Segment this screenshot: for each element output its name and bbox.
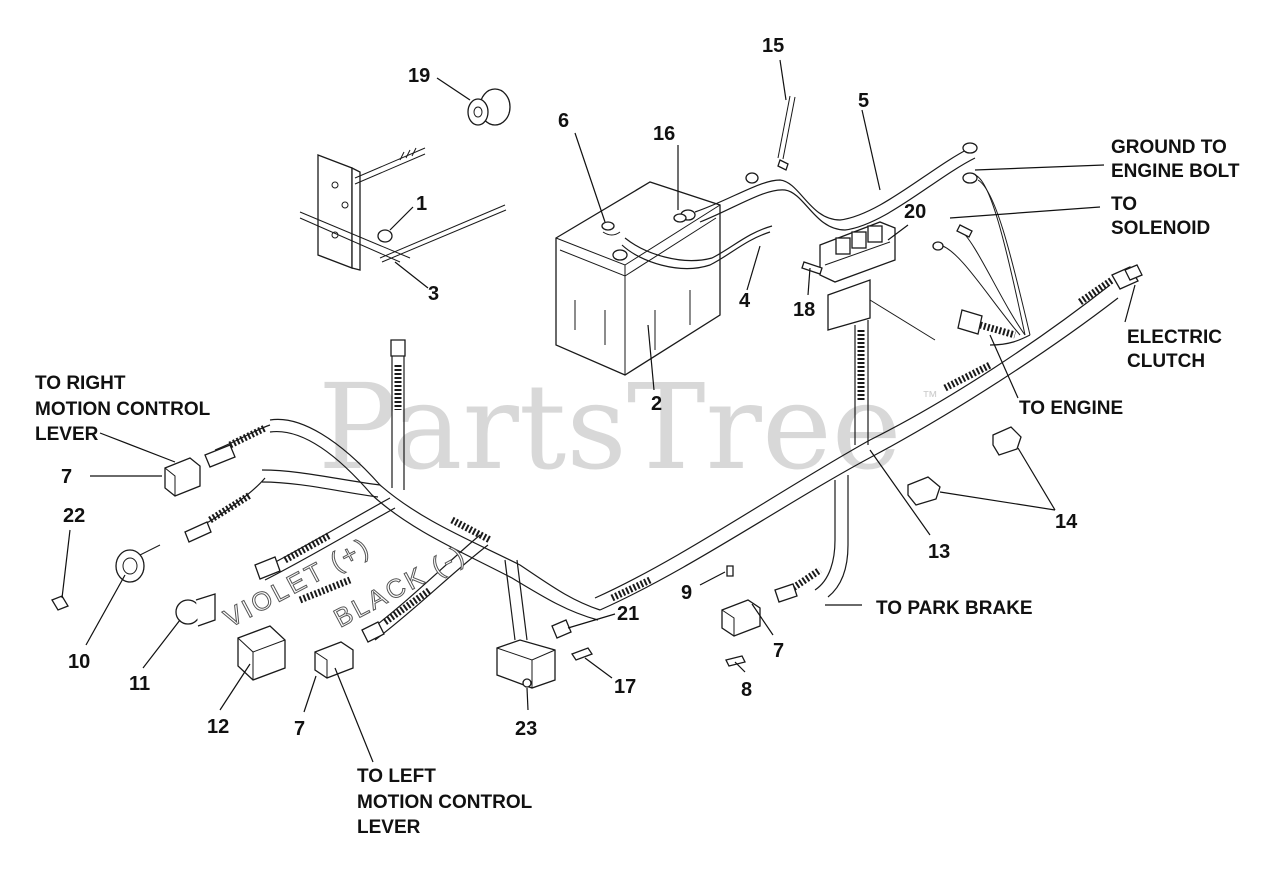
- part-9-screw: [726, 565, 734, 577]
- part-7-switch-brake: [721, 599, 761, 637]
- solenoid-label-line1: TO: [1111, 194, 1137, 215]
- right-lever-label-line3: LEVER: [35, 424, 99, 445]
- callout-9: 9: [681, 582, 692, 604]
- callout-13: 13: [928, 541, 950, 563]
- engine-leads: [932, 172, 1031, 339]
- watermark: PartsTree: [318, 358, 902, 496]
- callout-20: 20: [904, 201, 926, 223]
- callout-21: 21: [617, 603, 639, 625]
- callout-14: 14: [1055, 511, 1078, 533]
- part-17-bracket: [496, 639, 593, 689]
- part-19-spacer: [467, 88, 511, 126]
- callout-7-brake: 7: [773, 640, 784, 662]
- callout-17: 17: [614, 676, 636, 698]
- part-22-screw: [51, 595, 69, 611]
- callout-19: 19: [408, 65, 430, 87]
- left-harness: [184, 339, 849, 643]
- callout-7-left: 7: [294, 718, 305, 740]
- part-11-grommet: [175, 593, 216, 627]
- engine-label: TO ENGINE: [1019, 398, 1123, 419]
- left-lever-label-line2: MOTION CONTROL: [357, 792, 533, 813]
- part-7-switch-left: [314, 641, 354, 679]
- part-20-relay-block: [819, 221, 896, 283]
- part-18-screw: [801, 261, 823, 275]
- callout-2: 2: [651, 393, 662, 415]
- part-8-clip: [725, 655, 746, 667]
- watermark-trademark: ™: [922, 389, 938, 406]
- callout-23: 23: [515, 718, 537, 740]
- clutch-label-line2: CLUTCH: [1127, 351, 1205, 372]
- part-3-bracket: [299, 147, 507, 271]
- ground-label-line2: ENGINE BOLT: [1111, 161, 1240, 182]
- callout-18: 18: [793, 299, 815, 321]
- part-10-alarm: [115, 544, 161, 583]
- part-6-terminal-bolt: [601, 221, 621, 236]
- callout-numbers: 19 1 3 2 4 5 6 16 15 18 20 13 14 9 7 8 2…: [61, 35, 1078, 740]
- left-lever-label-line1: TO LEFT: [357, 766, 436, 787]
- callout-10: 10: [68, 651, 90, 673]
- right-lever-label-line2: MOTION CONTROL: [35, 399, 211, 420]
- right-lever-label-line1: TO RIGHT: [35, 373, 126, 394]
- park-brake-label: TO PARK BRAKE: [876, 598, 1033, 619]
- callout-15: 15: [762, 35, 784, 57]
- part-5-cable: [694, 142, 978, 231]
- clutch-label-line1: ELECTRIC: [1127, 327, 1222, 348]
- ground-label-line1: GROUND TO: [1111, 137, 1227, 158]
- annotations: GROUND TO ENGINE BOLT TO SOLENOID ELECTR…: [35, 137, 1240, 838]
- callout-11: 11: [129, 673, 150, 695]
- part-14-clips: [907, 426, 1022, 506]
- part-4-cable: [621, 231, 771, 269]
- callout-6: 6: [558, 110, 569, 132]
- left-lever-label-line3: LEVER: [357, 817, 421, 838]
- callout-1: 1: [416, 193, 427, 215]
- callout-12: 12: [207, 716, 229, 738]
- part-2-battery: [555, 181, 721, 376]
- callout-8: 8: [741, 679, 752, 701]
- callout-3: 3: [428, 283, 439, 305]
- leader-lines: [61, 59, 1136, 763]
- part-12-housing: [237, 625, 286, 681]
- part-23-nut: [522, 678, 532, 688]
- part-21-clip: [551, 619, 572, 639]
- callout-7-right: 7: [61, 466, 72, 488]
- part-7-switch-right: [164, 457, 201, 497]
- callout-4: 4: [739, 290, 751, 312]
- solenoid-label-line2: SOLENOID: [1111, 218, 1210, 239]
- callout-22: 22: [63, 505, 85, 527]
- callout-5: 5: [858, 90, 869, 112]
- part-16-nut: [673, 213, 687, 223]
- solenoid-harness: [827, 279, 936, 445]
- callout-16: 16: [653, 123, 675, 145]
- part-15-bolt: [777, 95, 796, 171]
